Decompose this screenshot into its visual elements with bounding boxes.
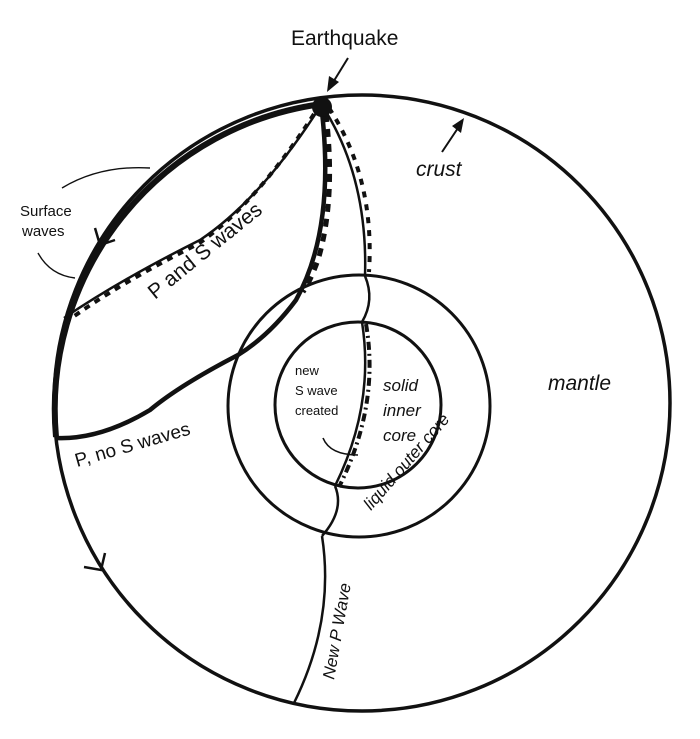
solid-inner-core-label-1: solid	[383, 376, 419, 395]
outer-core-p-ray-top	[360, 275, 371, 323]
surface-waves-label-1: Surface	[20, 203, 72, 220]
new-s-wave-pointer	[322, 437, 359, 456]
p-no-s-wave-ray	[55, 111, 328, 441]
solid-inner-core-label-2: inner	[383, 401, 422, 420]
new-s-wave-label-2: S wave	[295, 383, 338, 398]
new-s-wave-ray	[337, 323, 372, 488]
s-wave-companion-ray-3	[327, 106, 372, 273]
earthquake-arrowhead-icon	[327, 76, 339, 92]
surface-waves-bracket-lower	[37, 252, 76, 279]
surface-waves-bracket	[61, 166, 151, 189]
s-wave-companion-ray-2	[300, 113, 333, 294]
earthquake-label: Earthquake	[291, 27, 398, 50]
surface-waves-label-2: waves	[21, 223, 65, 240]
surface-wave-path	[51, 101, 323, 438]
new-s-wave-label-1: new	[295, 363, 319, 378]
p-and-s-wave-ray	[63, 109, 320, 320]
mantle-label: mantle	[548, 372, 611, 395]
outer-core-boundary	[226, 273, 492, 539]
s-wave-companion-ray-1	[64, 112, 316, 324]
earthquake-epicenter	[312, 97, 332, 117]
crust-label: crust	[416, 158, 463, 181]
crust-arrowhead-icon	[452, 118, 464, 133]
p-no-s-waves-label: P, no S waves	[73, 419, 193, 472]
solid-inner-core-label-3: core	[383, 426, 416, 445]
new-p-wave-ray	[292, 535, 327, 704]
new-s-wave-label-3: created	[295, 403, 338, 418]
inner-core-boundary	[273, 320, 443, 490]
surface-wave-arrowhead-icon	[93, 227, 116, 247]
inner-core-ray	[333, 321, 367, 487]
core-penetrating-ray	[323, 109, 367, 277]
p-and-s-waves-label: P and S waves	[144, 198, 267, 304]
outer-core-p-ray-bottom	[321, 485, 340, 537]
crust-pointer	[441, 127, 459, 153]
wave-direction-arrowhead-icon	[83, 552, 107, 572]
